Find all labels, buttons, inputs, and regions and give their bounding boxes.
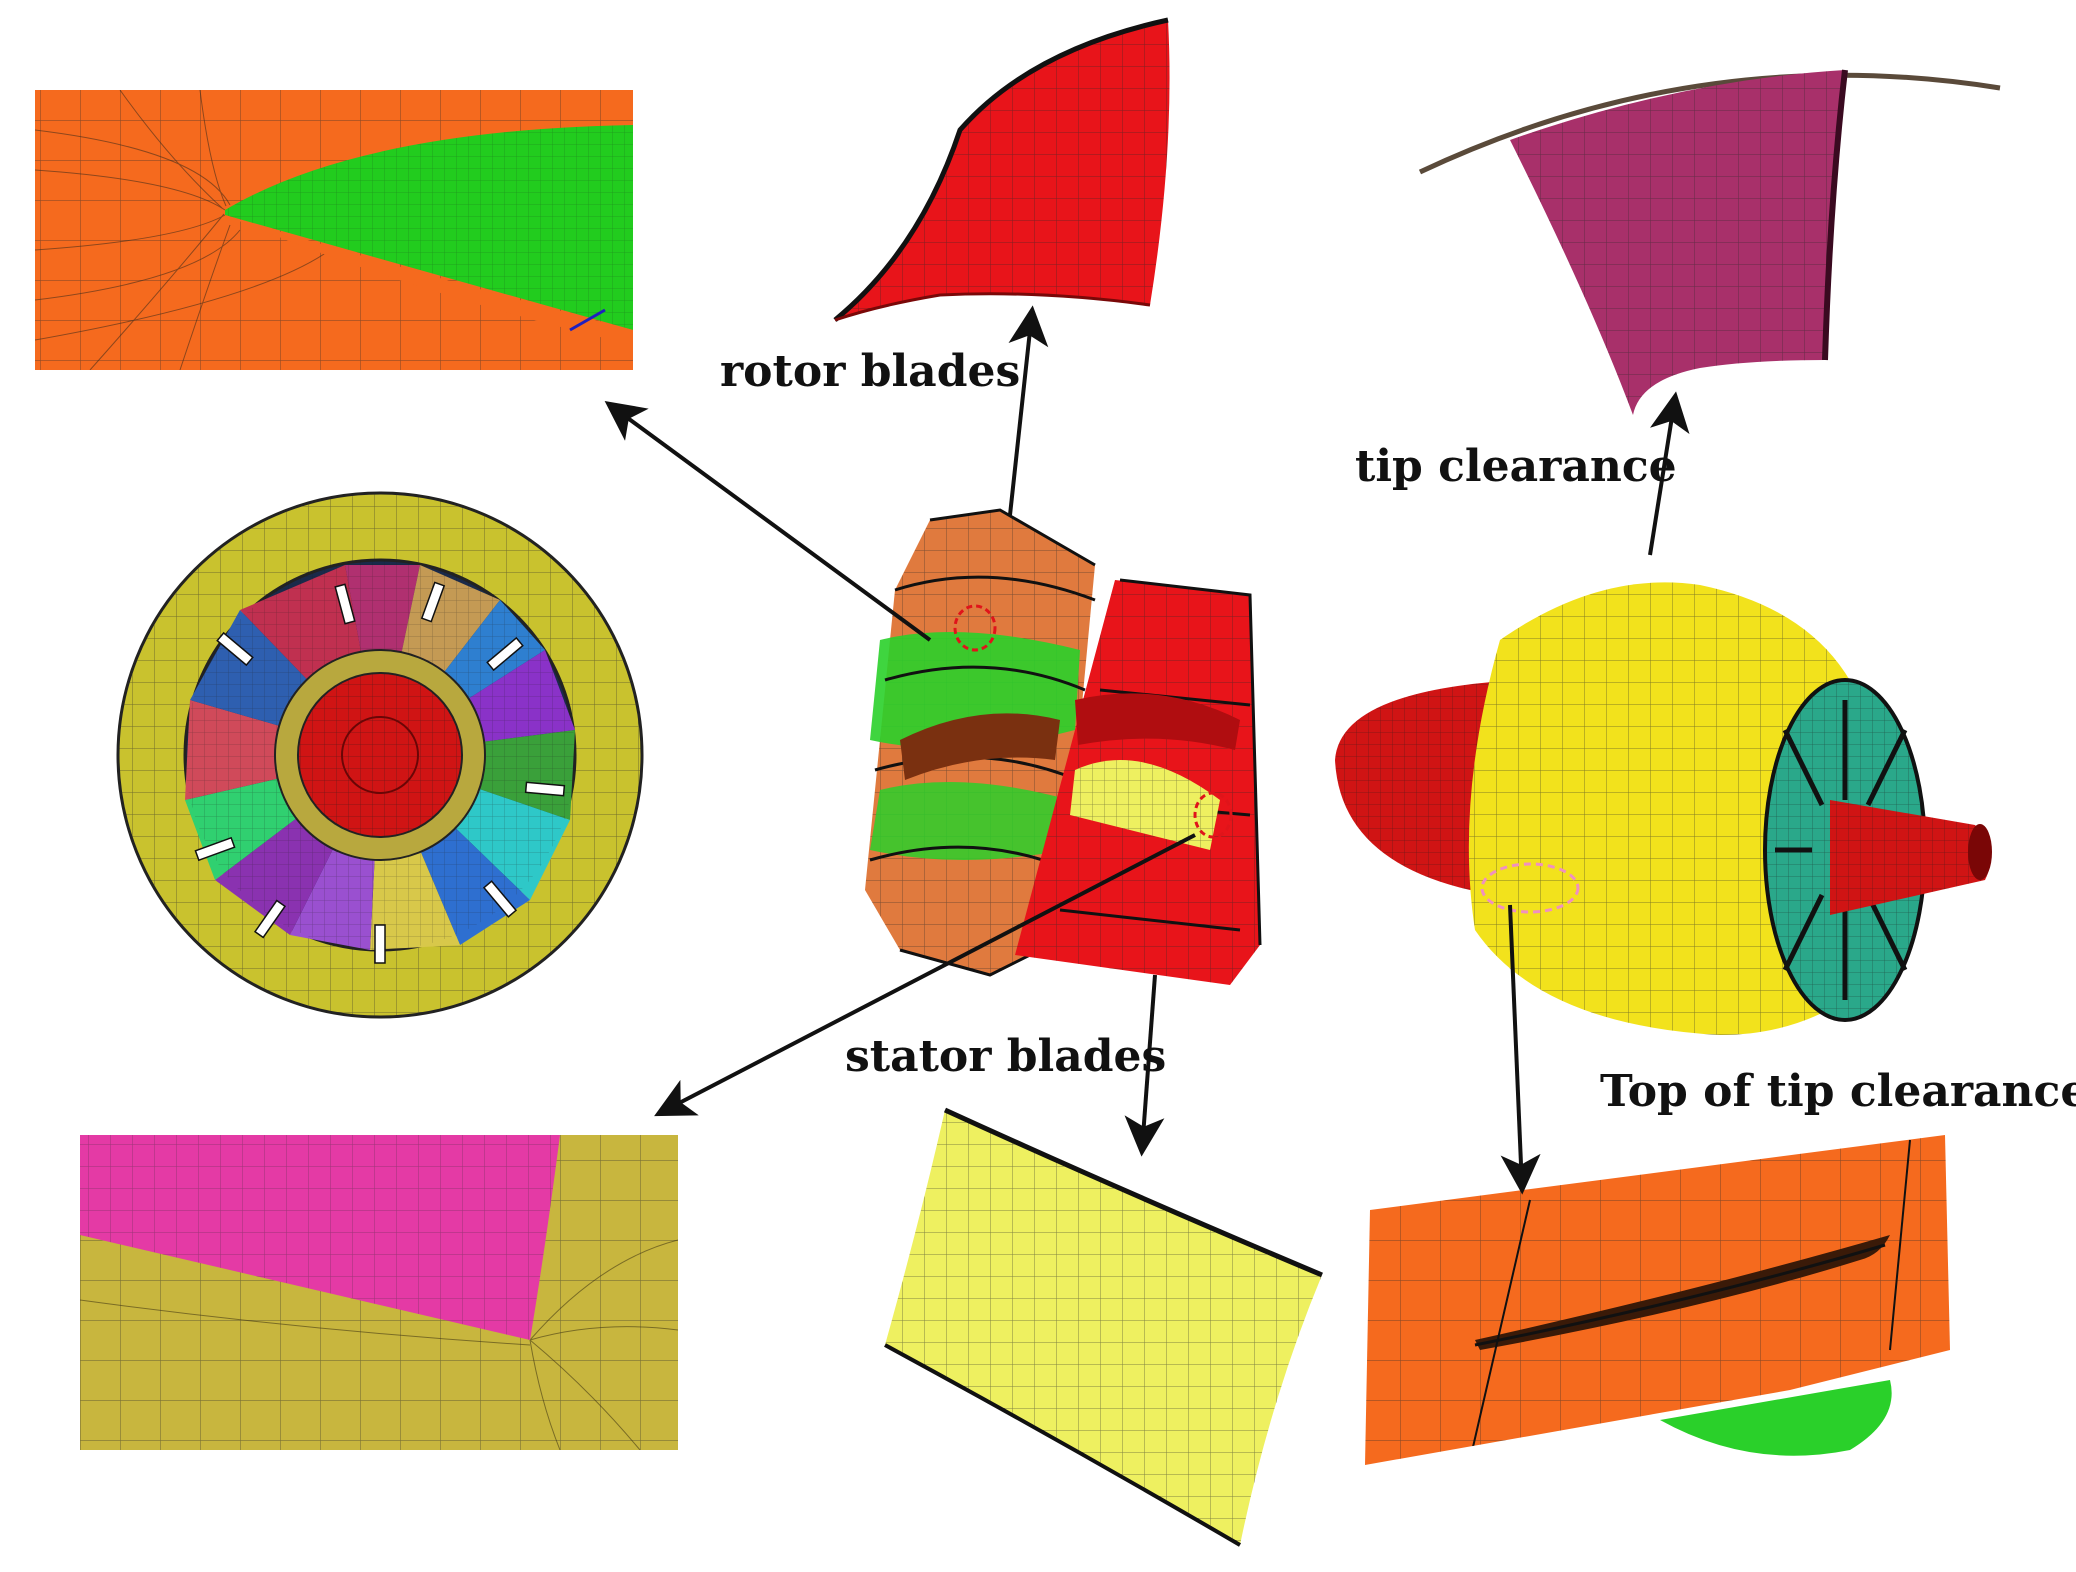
tip-gap-mesh-inset <box>1365 1135 1950 1465</box>
stage-assembly <box>865 508 1262 985</box>
arrow-to-tip-gap-inset <box>1500 904 1541 1195</box>
arrows <box>604 305 1690 1195</box>
arrow-to-hub-inset <box>654 833 1196 1117</box>
top-of-tip-clearance-label: Top of tip clearance <box>1600 1066 2076 1117</box>
tip-clearance-blade-shape <box>1418 69 2001 415</box>
annulus-front-view <box>116 491 644 1019</box>
stator-hub-mesh-inset <box>80 1135 678 1450</box>
rotor-leading-edge-mesh-inset <box>35 90 633 370</box>
stator-blade-shape <box>884 1107 1323 1547</box>
arrow-to-rotor-blade <box>1008 305 1049 516</box>
engine-nacelle-view <box>1335 582 1992 1035</box>
rotor-blade-shape <box>833 17 1170 322</box>
stator-blades-label: stator blades <box>845 1031 1167 1082</box>
arrow-to-tip-blade <box>1648 391 1690 556</box>
arrow-to-stator-blade <box>1124 974 1165 1157</box>
arrow-to-leading-edge-inset <box>604 401 932 642</box>
tip-clearance-label: tip clearance <box>1355 441 1677 492</box>
rotor-blades-label: rotor blades <box>720 346 1021 397</box>
